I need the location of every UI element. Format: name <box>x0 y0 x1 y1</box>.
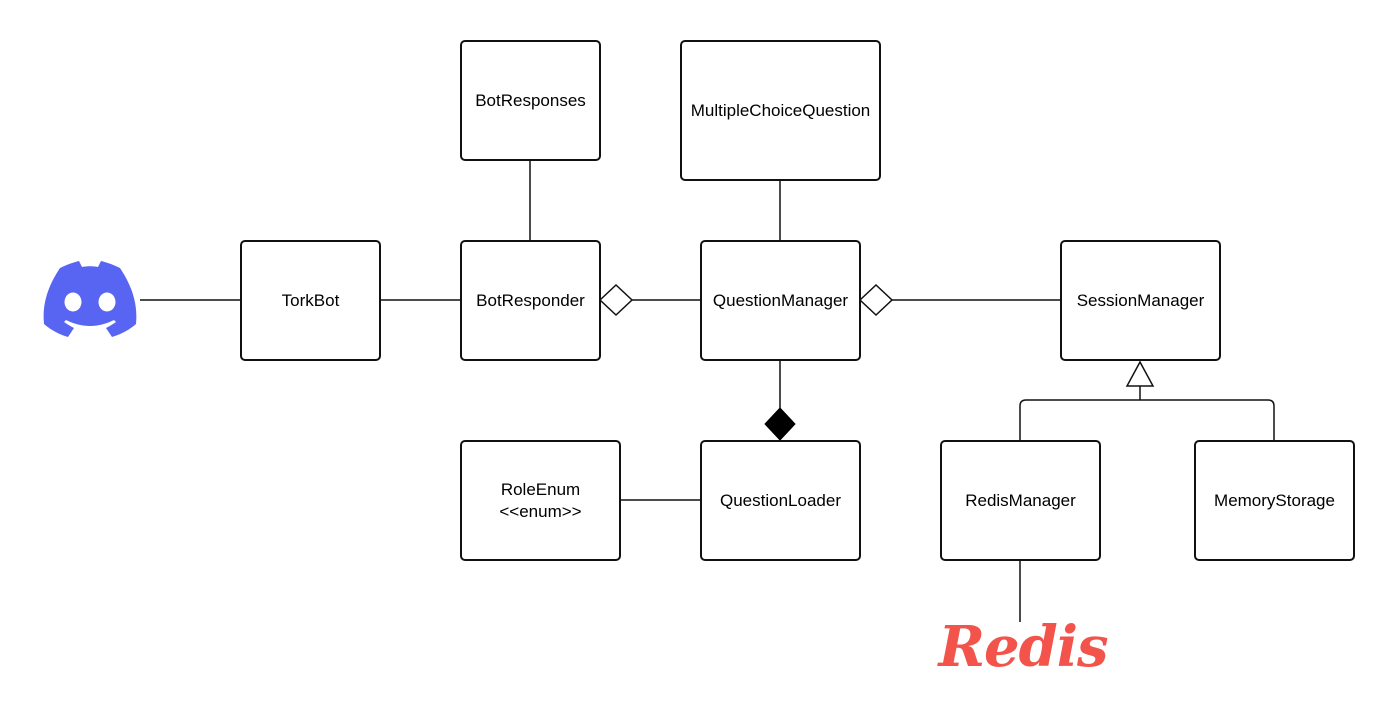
aggregation-diamond-questionmanager <box>858 283 894 317</box>
class-name: MemoryStorage <box>1214 490 1335 510</box>
class-botresponder: BotResponder <box>460 240 601 361</box>
composition-diamond-questionloader <box>764 407 796 441</box>
class-name: TorkBot <box>281 290 340 310</box>
class-memorystorage: MemoryStorage <box>1194 440 1355 561</box>
class-botresponses: BotResponses <box>460 40 601 161</box>
class-name: QuestionManager <box>712 290 849 310</box>
class-sessionmanager: SessionManager <box>1060 240 1221 361</box>
class-multiplechoicequestion: MultipleChoiceQuestion <box>680 40 881 181</box>
edge-generalization-branches <box>1019 399 1275 440</box>
discord-logo-icon <box>38 260 142 340</box>
class-name: MultipleChoiceQuestion <box>690 100 871 120</box>
class-torkbot: TorkBot <box>240 240 381 361</box>
class-stereotype: <<enum>> <box>499 501 582 521</box>
class-name: RedisManager <box>965 490 1076 510</box>
class-name: BotResponder <box>476 290 585 310</box>
class-roleenum: RoleEnum <<enum>> <box>460 440 621 561</box>
discord-logo-shape <box>43 261 137 337</box>
class-questionmanager: QuestionManager <box>700 240 861 361</box>
class-redismanager: RedisManager <box>940 440 1101 561</box>
class-name: SessionManager <box>1076 290 1205 310</box>
class-name: RoleEnum <box>500 480 581 500</box>
class-questionloader: QuestionLoader <box>700 440 861 561</box>
class-name: BotResponses <box>475 90 586 110</box>
redis-logo: Redis <box>938 614 1108 680</box>
generalization-triangle-sessionmanager <box>1125 360 1155 387</box>
aggregation-diamond-botresponder <box>598 283 634 317</box>
class-name: QuestionLoader <box>720 490 841 510</box>
